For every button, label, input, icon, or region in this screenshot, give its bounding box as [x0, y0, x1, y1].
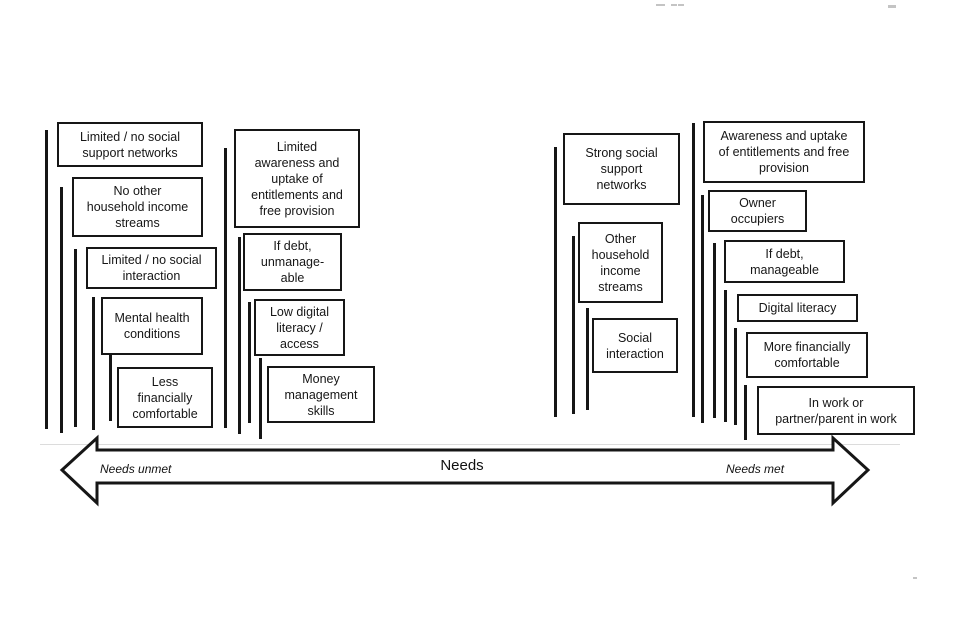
if-debt-unmanageable-box: If debt, unmanage- able — [243, 233, 342, 291]
mental-health-conditions-line — [92, 297, 95, 430]
money-management-skills-box: Money management skills — [267, 366, 375, 423]
no-other-household-income-streams-box: No other household income streams — [72, 177, 203, 237]
limited-awareness-uptake-entitlements-line — [224, 148, 227, 428]
other-household-income-streams-box: Other household income streams — [578, 222, 663, 303]
digital-literacy-line — [724, 290, 727, 422]
other-household-income-streams-line — [572, 236, 575, 414]
strong-social-support-networks-line — [554, 147, 557, 417]
low-digital-literacy-access-box: Low digital literacy / access — [254, 299, 345, 356]
money-management-skills-line — [259, 358, 262, 439]
awareness-uptake-entitlements-free-provision-line — [692, 123, 695, 417]
axis-label-needs-unmet: Needs unmet — [100, 462, 172, 476]
if-debt-manageable-line — [713, 243, 716, 418]
faint-horizontal-rule — [40, 444, 900, 445]
social-interaction-line — [586, 308, 589, 410]
in-work-or-partner-parent-in-work-line — [744, 385, 747, 440]
less-financially-comfortable-box: Less financially comfortable — [117, 367, 213, 428]
scan-artifact — [888, 5, 896, 8]
scan-artifact — [671, 4, 677, 6]
axis-label-needs: Needs — [440, 457, 484, 474]
mental-health-conditions-box: Mental health conditions — [101, 297, 203, 355]
no-other-household-income-streams-line — [60, 187, 63, 433]
less-financially-comfortable-line — [109, 352, 112, 421]
scan-artifact — [656, 4, 665, 6]
in-work-or-partner-parent-in-work-box: In work or partner/parent in work — [757, 386, 915, 435]
double-arrow-shape — [59, 434, 871, 507]
limited-no-social-interaction-line — [74, 249, 77, 427]
limited-no-social-interaction-box: Limited / no social interaction — [86, 247, 217, 289]
limited-no-social-support-networks-box: Limited / no social support networks — [57, 122, 203, 167]
owner-occupiers-box: Owner occupiers — [708, 190, 807, 232]
if-debt-manageable-box: If debt, manageable — [724, 240, 845, 283]
more-financially-comfortable-box: More financially comfortable — [746, 332, 868, 378]
awareness-uptake-entitlements-free-provision-box: Awareness and uptake of entitlements and… — [703, 121, 865, 183]
more-financially-comfortable-line — [734, 328, 737, 425]
social-interaction-box: Social interaction — [592, 318, 678, 373]
limited-awareness-uptake-entitlements-box: Limited awareness and uptake of entitlem… — [234, 129, 360, 228]
strong-social-support-networks-box: Strong social support networks — [563, 133, 680, 205]
low-digital-literacy-access-line — [248, 302, 251, 423]
scan-artifact — [678, 4, 684, 6]
digital-literacy-box: Digital literacy — [737, 294, 858, 322]
if-debt-unmanageable-line — [238, 237, 241, 434]
scan-artifact — [913, 577, 917, 579]
limited-no-social-support-networks-line — [45, 130, 48, 429]
owner-occupiers-line — [701, 195, 704, 423]
axis-label-needs-met: Needs met — [726, 462, 785, 476]
